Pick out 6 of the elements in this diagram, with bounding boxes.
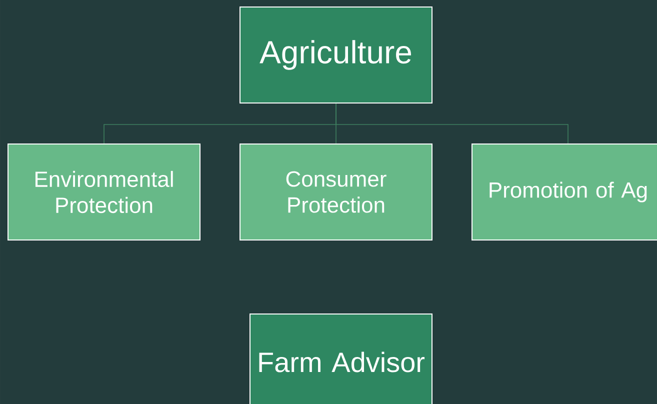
topic-box: Promotion of Ag xyxy=(472,144,657,240)
topic-box: Environmental Protection xyxy=(8,144,200,240)
topic-box: Farm Advisor xyxy=(250,314,432,404)
topic-box: Agriculture xyxy=(240,6,432,104)
topic-box: Consumer Protection xyxy=(240,144,432,240)
connector-line xyxy=(336,103,568,144)
